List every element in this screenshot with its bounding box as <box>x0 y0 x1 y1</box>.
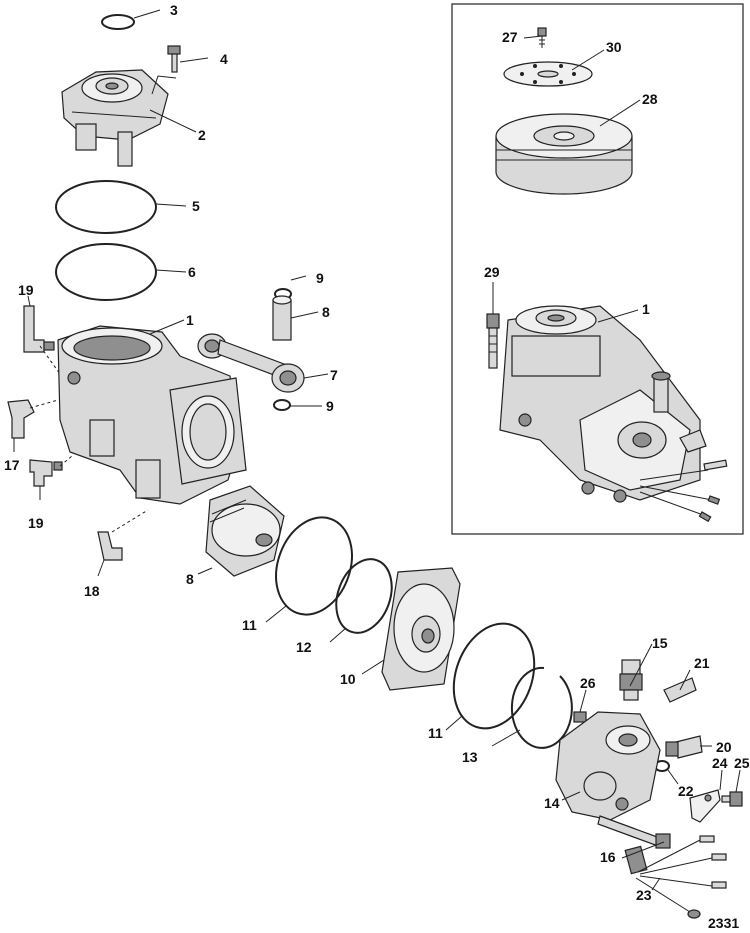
callout-3: 3 <box>170 2 178 18</box>
callout-10: 10 <box>340 671 356 687</box>
part-24-bracket <box>689 789 721 823</box>
part-19-elbow-fitting-upper <box>23 305 55 353</box>
part-3-retaining-ring <box>101 14 135 30</box>
leader-lines <box>13 9 741 891</box>
part-17-fitting <box>7 399 35 439</box>
callout-7: 7 <box>330 367 338 383</box>
part-12-o-ring <box>335 558 393 634</box>
part-2-cylinder-head <box>61 69 169 167</box>
part-11-o-ring-left <box>275 516 353 616</box>
callout-11-right: 11 <box>428 725 443 741</box>
part-26-nut <box>573 711 587 723</box>
callout-28: 28 <box>642 91 658 107</box>
callout-29: 29 <box>484 264 500 280</box>
inset-frame <box>451 3 744 535</box>
part-5-o-ring <box>55 180 157 234</box>
callout-24: 24 <box>712 755 728 771</box>
callout-6: 6 <box>188 264 196 280</box>
callout-16: 16 <box>600 849 616 865</box>
part-8-wrist-pin <box>272 295 292 341</box>
callout-23: 23 <box>636 887 652 903</box>
callout-14: 14 <box>544 795 560 811</box>
callout-9-lower: 9 <box>326 398 334 414</box>
part-14-end-cover <box>555 711 661 821</box>
callout-numbers: 3 4 2 5 6 19 1 9 8 7 9 17 19 18 8 11 12 … <box>4 2 750 931</box>
callout-26: 26 <box>580 675 596 691</box>
callout-9-upper: 9 <box>316 270 324 286</box>
part-11-o-ring-right <box>452 622 536 730</box>
part-18-fitting <box>97 531 123 561</box>
part-13-seal <box>510 666 573 749</box>
part-1-assembled-pump <box>499 305 728 523</box>
part-9-clip-lower <box>273 399 291 411</box>
callout-13: 13 <box>462 749 478 765</box>
callout-30: 30 <box>606 39 622 55</box>
part-4-bolt <box>167 45 181 73</box>
part-6-o-ring <box>55 243 157 301</box>
callout-8-piston: 8 <box>186 571 194 587</box>
callout-17: 17 <box>4 457 20 473</box>
callout-19-upper: 19 <box>18 282 34 298</box>
part-28-flywheel <box>495 113 633 195</box>
callout-25: 25 <box>734 755 750 771</box>
part-10-valve-plate <box>381 567 461 691</box>
callout-4: 4 <box>220 51 228 67</box>
part-23-wiring-harness <box>624 835 727 919</box>
part-16-bolt <box>597 815 671 849</box>
callout-2: 2 <box>198 127 206 143</box>
callout-1-inset: 1 <box>642 301 650 317</box>
part-29-bolt <box>486 313 500 369</box>
callout-11-left: 11 <box>242 617 257 633</box>
part-30-plate <box>503 61 593 87</box>
part-25-bolt <box>721 791 743 807</box>
callout-21: 21 <box>694 655 710 671</box>
part-7-connecting-rod <box>197 333 305 393</box>
part-15-fitting <box>619 659 643 701</box>
callout-8-pin: 8 <box>322 304 330 320</box>
part-20-sensor <box>665 735 703 759</box>
callout-18: 18 <box>84 583 100 599</box>
figure-number: 2331 <box>708 915 739 931</box>
part-27-screw <box>537 27 547 48</box>
part-19-elbow-fitting-lower <box>29 459 63 487</box>
callout-1: 1 <box>186 312 194 328</box>
part-1-compressor-body <box>57 325 247 505</box>
callout-12: 12 <box>296 639 312 655</box>
callout-5: 5 <box>192 198 200 214</box>
callout-15: 15 <box>652 635 668 651</box>
callout-20: 20 <box>716 739 732 755</box>
part-8-piston <box>205 485 285 577</box>
callout-27: 27 <box>502 29 518 45</box>
callout-19-lower: 19 <box>28 515 44 531</box>
callout-22: 22 <box>678 783 694 799</box>
